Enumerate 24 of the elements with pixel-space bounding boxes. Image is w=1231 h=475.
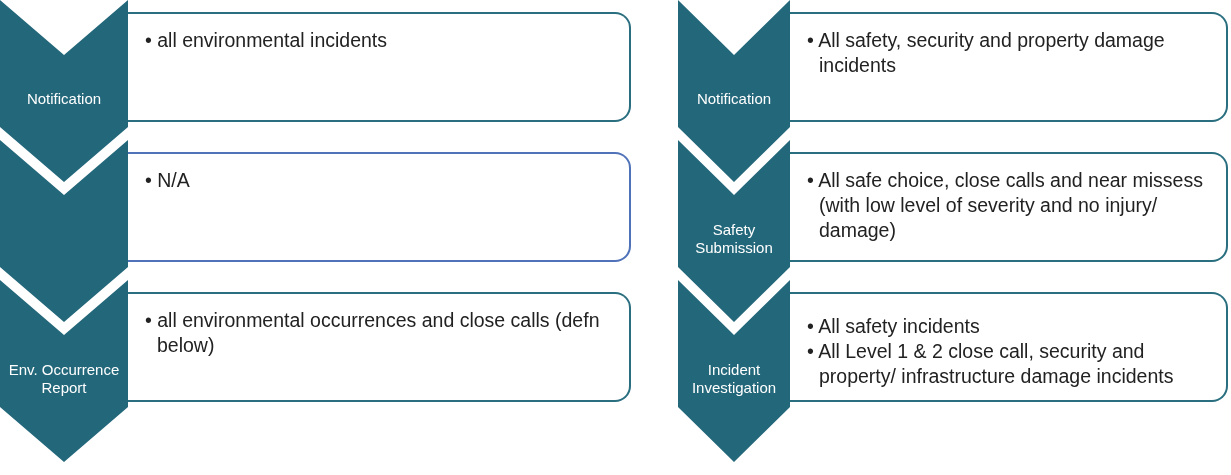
step-label: Notification <box>696 90 772 108</box>
text-panel <box>128 292 631 402</box>
chevron-shape <box>0 0 128 182</box>
text-panel <box>128 152 631 262</box>
chevron-shape <box>678 0 790 182</box>
chevron-shape <box>678 140 790 322</box>
step-label: Safety Submission <box>694 221 774 257</box>
chevron-shape <box>0 140 128 322</box>
bullet-text: • all environmental occurrences and close calls (defn below) <box>145 308 601 358</box>
bullet-text: • all environmental incidents <box>145 28 389 53</box>
bullet-text: • All safety incidents <box>807 314 981 339</box>
bullet-text: • All safety, security and property damage incidents <box>807 28 1166 78</box>
bullet-text: • All Level 1 & 2 close call, security and property/ infrastructure damage incidents <box>807 339 1175 389</box>
step-label: Notification <box>26 90 102 108</box>
chevron-shape <box>678 280 790 462</box>
step-label: Env. Occurrence Report <box>7 361 121 397</box>
text-panel <box>790 12 1228 122</box>
bullet-text: • N/A <box>145 168 191 193</box>
step-label: Incident Investigation <box>690 361 778 397</box>
text-panel <box>128 12 631 122</box>
chevron-shape <box>0 280 128 462</box>
bullet-text: • All safe choice, close calls and near missess (with low level of severity and no injury/ damage) <box>807 168 1204 243</box>
text-panel <box>790 152 1228 262</box>
text-panel <box>790 292 1228 402</box>
